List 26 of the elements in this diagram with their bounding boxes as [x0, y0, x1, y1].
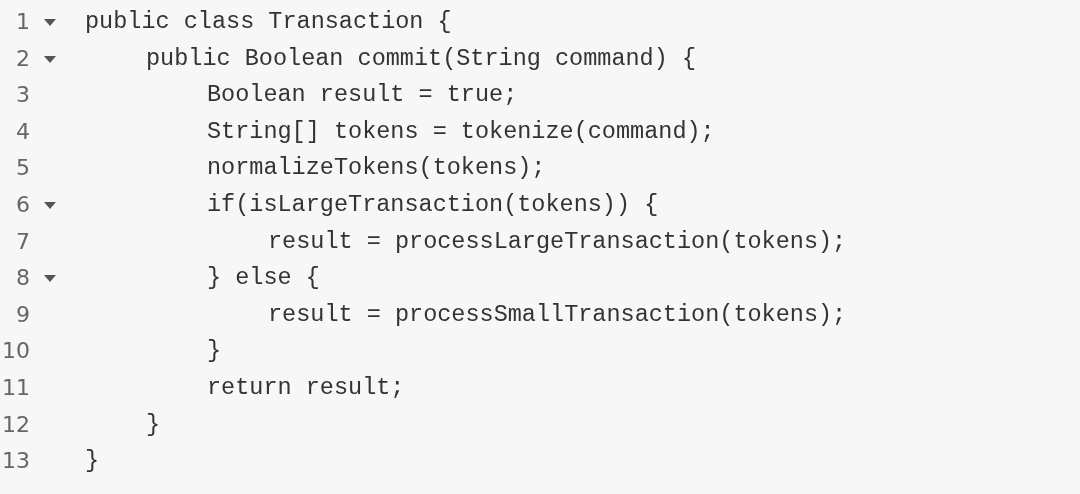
- code-line: public class Transaction {: [85, 8, 452, 36]
- line-number: 5: [15, 154, 30, 183]
- line-number: 13: [1, 447, 30, 476]
- code-line: }: [207, 337, 222, 366]
- line-number: 2: [15, 44, 30, 73]
- line-number: 1: [15, 8, 30, 36]
- code-line: Boolean result = true;: [207, 81, 518, 110]
- code-line: result = processSmallTransaction(tokens);: [268, 300, 847, 329]
- line-number: 11: [1, 374, 30, 402]
- code-line: }: [85, 447, 100, 476]
- line-number: 7: [15, 227, 30, 256]
- line-number: 12: [1, 410, 30, 439]
- line-number: 3: [15, 81, 30, 110]
- code-line: }: [146, 410, 161, 439]
- code-line: return result;: [207, 374, 405, 402]
- line-number: 9: [15, 300, 30, 329]
- code-line: public Boolean commit(String command) {: [146, 44, 696, 73]
- line-number: 4: [15, 117, 30, 146]
- line-number: 8: [15, 264, 30, 293]
- code-line: } else {: [207, 264, 320, 293]
- code-line: normalizeTokens(tokens);: [207, 154, 546, 183]
- line-number: 6: [15, 191, 30, 219]
- code-line: if(isLargeTransaction(tokens)) {: [207, 191, 659, 219]
- line-number: 10: [1, 337, 30, 366]
- code-line: String[] tokens = tokenize(command);: [207, 117, 715, 146]
- code-line: result = processLargeTransaction(tokens);: [268, 227, 847, 256]
